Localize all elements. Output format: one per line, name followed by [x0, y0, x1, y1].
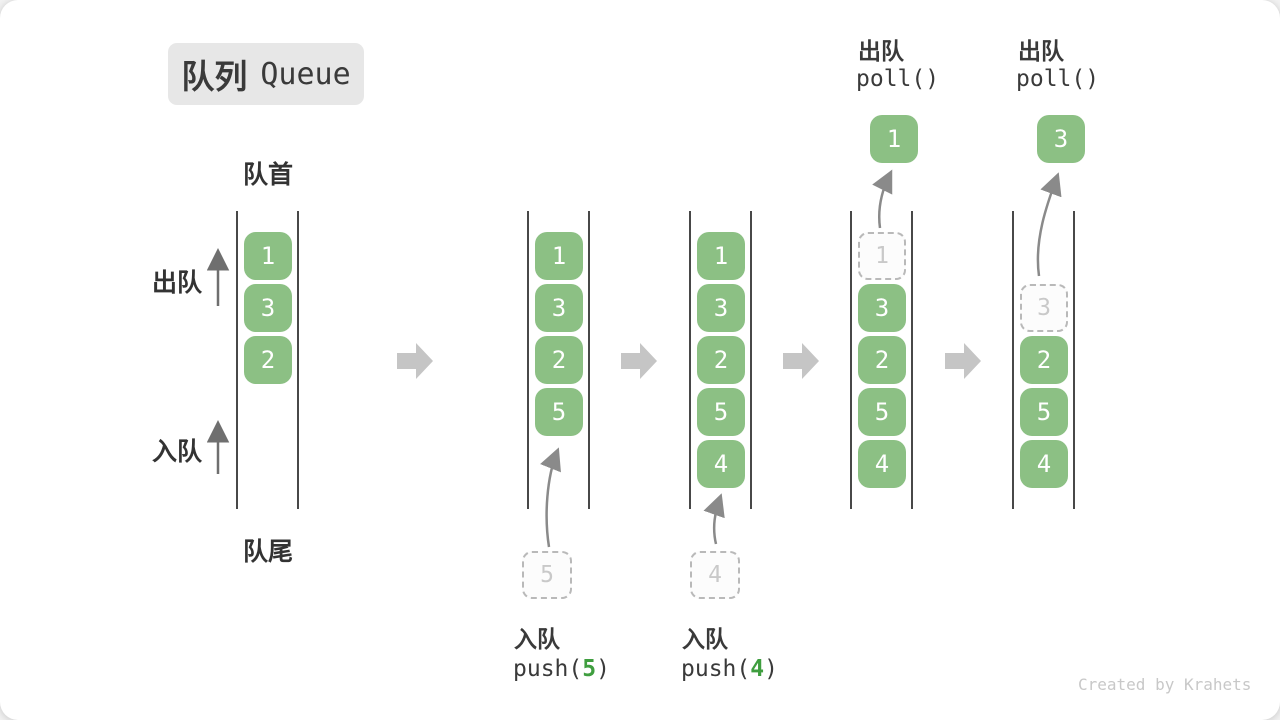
- queue-item: 3: [697, 284, 745, 332]
- enqueue-side-label: 入队: [152, 438, 203, 466]
- queue-item: 2: [697, 336, 745, 384]
- queue-item: 4: [858, 440, 906, 488]
- queue-state-5: 3 2 5 4: [1012, 211, 1075, 509]
- polled-item-1: 1: [870, 115, 918, 163]
- queue-item: 5: [535, 388, 583, 436]
- queue-state-2: 1 3 2 5: [527, 211, 590, 509]
- queue-item: 3: [244, 284, 292, 332]
- queue-wall: [1012, 211, 1014, 509]
- incoming-item-4: 4: [690, 551, 740, 599]
- watermark: Created by Krahets: [1078, 675, 1252, 694]
- enqueue-op-label: 入队: [514, 626, 560, 652]
- step-arrow-icon-4: [945, 343, 981, 379]
- queue-item: 2: [535, 336, 583, 384]
- queue-wall: [236, 211, 238, 509]
- queue-item: 3: [858, 284, 906, 332]
- step-arrow-icon-3: [783, 343, 819, 379]
- queue-item: 5: [1020, 388, 1068, 436]
- queue-item: 5: [858, 388, 906, 436]
- push-code-post: ): [764, 656, 778, 682]
- queue-wall: [527, 211, 529, 509]
- incoming-item-5: 5: [522, 551, 572, 599]
- queue-state-4: 1 3 2 5 4: [850, 211, 913, 509]
- queue-wall: [911, 211, 913, 509]
- queue-item: 5: [697, 388, 745, 436]
- queue-item: 1: [244, 232, 292, 280]
- removed-item-slot: 3: [1020, 284, 1068, 332]
- polled-item-3: 3: [1037, 115, 1085, 163]
- queue-item: 1: [697, 232, 745, 280]
- queue-item: 1: [535, 232, 583, 280]
- queue-item: 4: [697, 440, 745, 488]
- queue-wall: [689, 211, 691, 509]
- poll-code-label: poll(): [856, 66, 940, 92]
- dequeue-op-label: 出队: [858, 38, 904, 64]
- push-code-pre: push(: [681, 656, 751, 682]
- title-zh: 队列: [181, 58, 248, 95]
- push-code-pre: push(: [513, 656, 583, 682]
- queue-wall: [750, 211, 752, 509]
- push-code-num: 5: [582, 656, 597, 682]
- queue-rear-label: 队尾: [242, 538, 293, 566]
- queue-state-3: 1 3 2 5 4: [689, 211, 752, 509]
- title-en: Queue: [260, 56, 351, 92]
- step-arrow-icon-1: [397, 343, 433, 379]
- queue-item: 3: [535, 284, 583, 332]
- poll-code-label: poll(): [1016, 66, 1100, 92]
- step-arrow-icon-2: [621, 343, 657, 379]
- push-code-post: ): [596, 656, 610, 682]
- push-code-num: 4: [750, 656, 765, 682]
- queue-wall: [297, 211, 299, 509]
- queue-item: 2: [1020, 336, 1068, 384]
- enqueue-op-label: 入队: [682, 626, 728, 652]
- queue-wall: [588, 211, 590, 509]
- push-5-code-label: push(5): [513, 656, 610, 682]
- push-4-code-label: push(4): [681, 656, 778, 682]
- queue-wall: [1073, 211, 1075, 509]
- queue-front-label: 队首: [242, 161, 293, 189]
- dequeue-op-label: 出队: [1018, 38, 1064, 64]
- queue-item: 4: [1020, 440, 1068, 488]
- queue-state-1: 1 3 2: [236, 211, 299, 509]
- queue-wall: [850, 211, 852, 509]
- queue-item: 2: [858, 336, 906, 384]
- dequeue-side-label: 出队: [152, 269, 203, 297]
- removed-item-slot: 1: [858, 232, 906, 280]
- queue-item: 2: [244, 336, 292, 384]
- title-badge: 队列 Queue: [168, 43, 364, 105]
